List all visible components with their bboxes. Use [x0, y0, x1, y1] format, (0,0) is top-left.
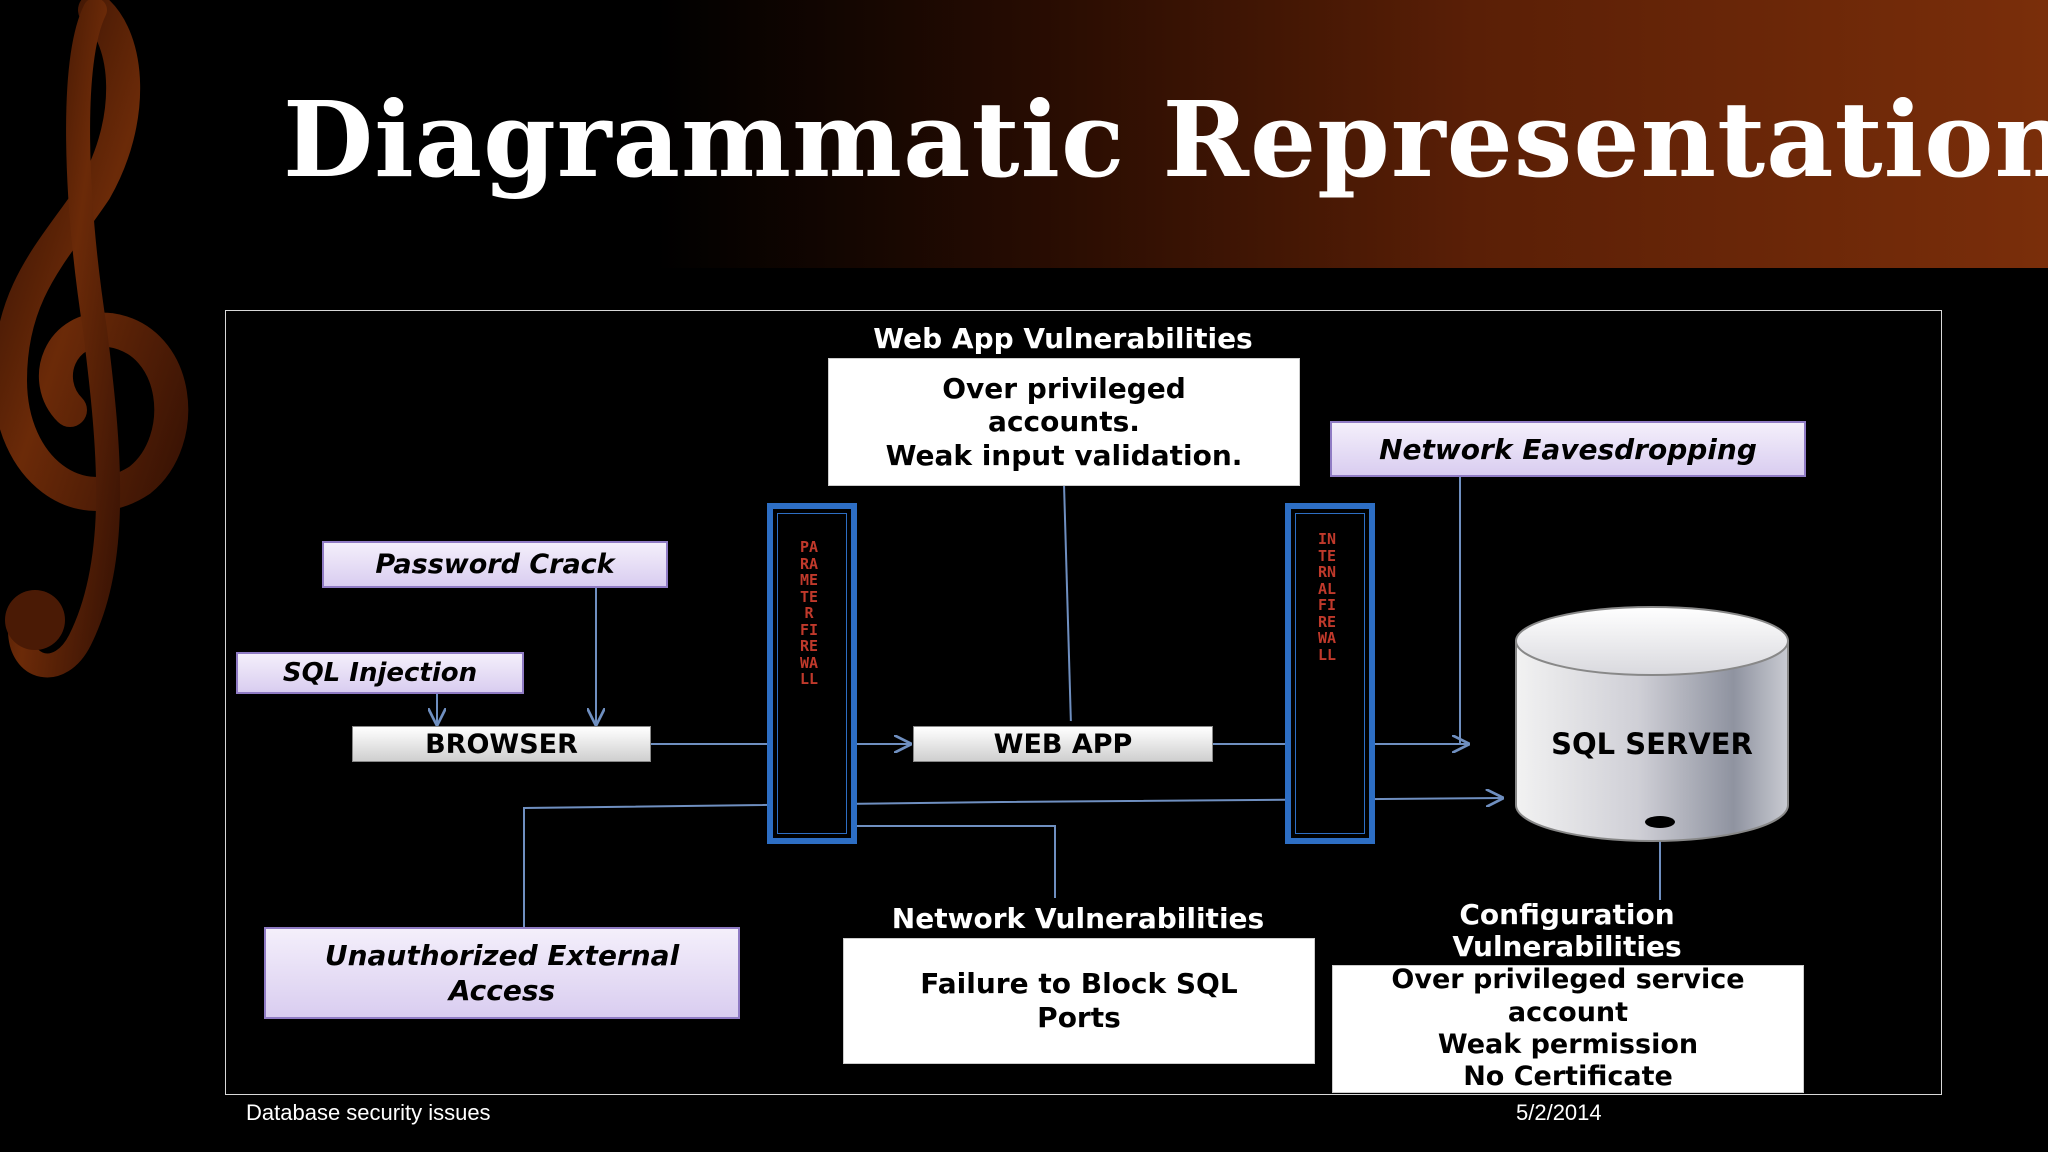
sql-server-label: SQL SERVER — [1551, 727, 1753, 761]
treble-clef-decoration — [0, 0, 189, 678]
network-vulnerabilities-label: Network Vulnerabilities — [891, 902, 1265, 935]
sql-injection-box: SQL Injection — [236, 652, 524, 694]
parameter-firewall-inner-border — [777, 513, 847, 834]
footer-title: Database security issues — [246, 1100, 491, 1125]
network-eavesdropping-box: Network Eavesdropping — [1330, 421, 1806, 477]
parameter-firewall-label: PARAMETER FIREWALL — [799, 538, 823, 688]
password-crack-box: Password Crack — [322, 541, 668, 588]
configuration-vulnerabilities-label: Configuration Vulnerabilities — [1452, 898, 1682, 964]
configuration-vulnerabilities-box: Over privileged service account Weak per… — [1332, 964, 1804, 1093]
web-app-vulnerabilities-box: Over privileged accounts. Weak input val… — [828, 358, 1300, 486]
sql-server-cylinder — [1515, 606, 1789, 842]
network-vulnerabilities-box: Failure to Block SQL Ports — [843, 938, 1315, 1064]
internal-firewall: INTERNAL FIREWALL — [1285, 503, 1375, 844]
title-band — [0, 0, 2048, 268]
web-app-vulnerabilities-label: Web App Vulnerabilities — [873, 322, 1253, 355]
web-app-node: WEB APP — [913, 726, 1213, 762]
parameter-firewall: PARAMETER FIREWALL — [767, 503, 857, 844]
unauthorized-external-access-box: Unauthorized External Access — [264, 927, 740, 1019]
slide-title: Diagrammatic Representation — [283, 78, 2048, 201]
footer-date: 5/2/2014 — [1516, 1100, 1602, 1125]
browser-node: BROWSER — [352, 726, 651, 762]
internal-firewall-label: INTERNAL FIREWALL — [1317, 530, 1346, 664]
internal-firewall-inner-border — [1295, 513, 1365, 834]
